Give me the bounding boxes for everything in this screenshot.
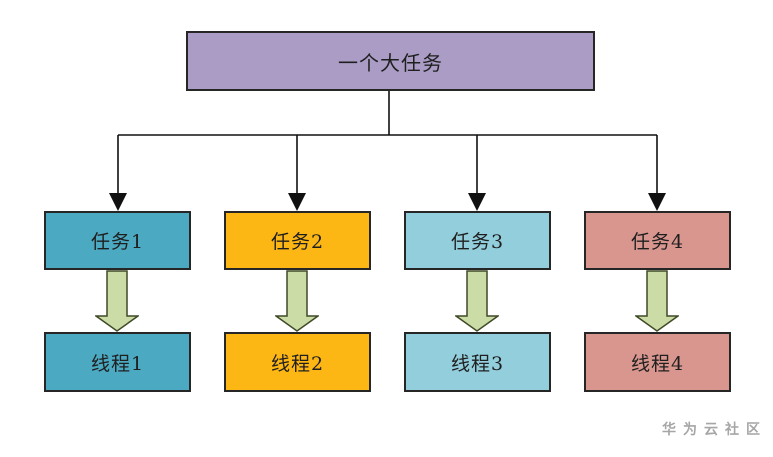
task-label: 任务3	[450, 231, 505, 253]
task-node-4: 任务4	[584, 211, 731, 270]
task-to-thread-arrow-icon	[635, 270, 679, 332]
thread-node-4: 线程4	[584, 332, 731, 392]
task-to-thread-arrow-icon	[275, 270, 319, 332]
task-node-3: 任务3	[404, 211, 551, 270]
root-task-node: 一个大任务	[186, 31, 595, 91]
thread-node-1: 线程1	[44, 332, 191, 392]
root-task-label: 一个大任务	[338, 50, 443, 75]
thread-label: 线程4	[630, 352, 685, 375]
thread-label: 线程3	[450, 352, 505, 375]
thread-node-2: 线程2	[224, 332, 371, 392]
thread-node-3: 线程3	[404, 332, 551, 392]
column-4: 任务4 线程4	[584, 211, 731, 392]
thread-label: 线程2	[270, 352, 325, 375]
column-2: 任务2 线程2	[224, 211, 371, 392]
column-3: 任务3 线程3	[404, 211, 551, 392]
thread-label: 线程1	[90, 352, 145, 375]
task-node-2: 任务2	[224, 211, 371, 270]
column-1: 任务1 线程1	[44, 211, 191, 392]
arrowhead-icon	[648, 193, 666, 211]
task-node-1: 任务1	[44, 211, 191, 270]
watermark-text: 华为云社区	[662, 421, 767, 437]
task-to-thread-arrow-icon	[455, 270, 499, 332]
task-label: 任务1	[90, 231, 145, 253]
arrowhead-icon	[109, 193, 127, 211]
arrowhead-icon	[468, 193, 486, 211]
task-label: 任务4	[630, 231, 685, 253]
task-label: 任务2	[270, 231, 325, 253]
task-to-thread-arrow-icon	[95, 270, 139, 332]
arrowhead-icon	[288, 193, 306, 211]
